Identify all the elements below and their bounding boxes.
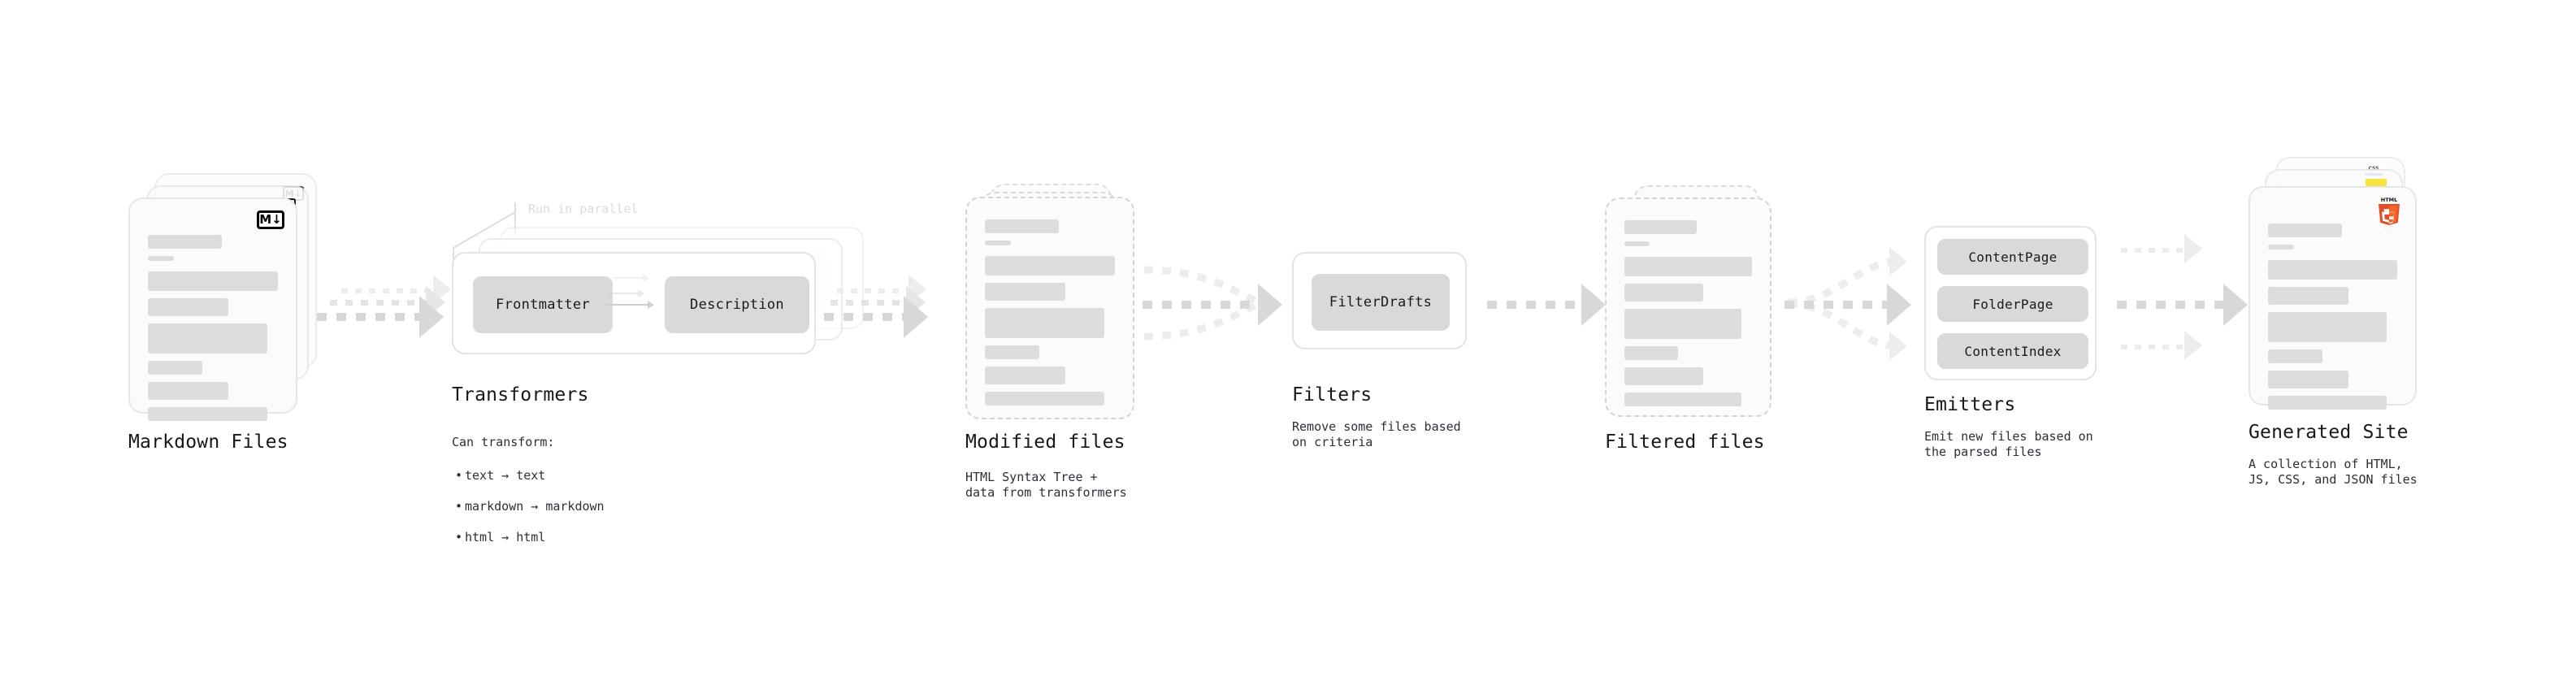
connector-arrow-head [2184,234,2202,263]
transformers-bullet-item: html → html [455,530,696,545]
skeleton-line [985,219,1060,233]
filters-panel: FilterDrafts [1292,252,1467,349]
skeleton-line [2268,349,2322,363]
skeleton-line [148,407,268,421]
emitters-panel: ContentPage FolderPage ContentIndex [1924,226,2097,380]
skeleton-line [148,235,223,249]
connector-arrow-head [2223,284,2248,326]
connector-dash [1487,301,1585,309]
markdown-badge: M↓ [257,210,284,229]
transformer-inner-arrow [605,301,654,309]
markdown-card-front: M↓ [128,197,297,421]
generated-skeleton [2268,223,2397,417]
transformers-bullet-item: markdown → markdown [455,499,696,514]
skeleton-line [985,283,1066,301]
connector-arrow-head [1889,332,1907,361]
stage-title-transformers: Transformers [452,384,589,406]
connector-arrow-head [2184,331,2202,360]
skeleton-line [1624,220,1698,234]
emitter-chip-folderpage[interactable]: FolderPage [1937,286,2088,322]
connector-dash [341,288,435,293]
skeleton-line [148,323,268,354]
html5-icon-svg: HTML [2379,197,2400,225]
skeleton-line [148,256,174,261]
transformer-chip-description[interactable]: Description [665,276,809,333]
connector-arrow-head [1258,284,1282,326]
connector-dash [1143,301,1261,309]
skeleton-line [1624,346,1678,360]
connector-arrow-head [1889,247,1907,276]
skeleton-line [148,361,203,375]
split-curves [1788,258,1892,350]
skeleton-line [2268,287,2348,305]
connector-arrow-head [419,296,444,338]
skeleton-line [1624,367,1704,385]
filter-chip-filterdrafts[interactable]: FilterDrafts [1312,274,1450,331]
transformers-bullet-item: text → text [455,468,696,484]
stage-title-filters: Filters [1292,384,1373,406]
transformer-chip-frontmatter[interactable]: Frontmatter [473,276,613,333]
transformers-caption-lead: Can transform: [452,435,555,450]
emitter-chip-contentindex[interactable]: ContentIndex [1937,333,2088,369]
connector-dash [830,300,908,306]
transformer-inner-arrow-ghost-1 [608,289,644,297]
stage-title-generated-site: Generated Site [2249,422,2409,443]
modified-card-front [965,197,1134,419]
stage-title-modified-files: Modified files [965,432,1125,453]
stage-caption-modified-files: HTML Syntax Tree + data from transformer… [965,470,1127,501]
skeleton-line [1624,393,1742,406]
emitter-chip-contentpage[interactable]: ContentPage [1937,239,2088,275]
skeleton-line [2268,245,2294,249]
skeleton-line [1624,284,1704,301]
transformer-inner-arrow-ghost-2 [613,274,649,282]
stage-title-markdown-files: Markdown Files [128,432,288,453]
skeleton-line [985,256,1115,275]
run-in-parallel-label: Run in parallel [528,202,639,216]
stage-caption-filters: Remove some files based on criteria [1292,419,1461,450]
skeleton-line [2268,223,2342,237]
transformer-panel-front: Frontmatter Description [452,252,816,354]
stage-title-emitters: Emitters [1924,394,2016,415]
connector-dash [2121,248,2186,253]
filtered-card-front [1605,197,1772,417]
connector-arrow-head [904,296,928,338]
skeleton-line [148,298,229,316]
skeleton-line [2268,371,2348,388]
skeleton-line [985,392,1105,406]
stage-caption-transformers: Can transform: text → text markdown → ma… [452,419,696,577]
transformers-bullet-list: text → text markdown → markdown html → h… [452,452,696,561]
skeleton-line [2268,312,2387,342]
skeleton-line [1624,309,1742,339]
connector-dash [1785,301,1890,309]
skeleton-line [1624,241,1650,246]
skeleton-line [148,271,278,291]
stage-title-filtered-files: Filtered files [1605,432,1765,453]
run-in-parallel-bracket [453,202,516,264]
stage-caption-generated-site: A collection of HTML, JS, CSS, and JSON … [2249,457,2418,488]
connector-dash [824,313,905,321]
skeleton-line [1624,257,1752,276]
connector-dash [330,300,427,306]
connector-dash [2121,345,2186,349]
connector-arrow-head [1887,284,1911,326]
stage-caption-emitters: Emit new files based on the parsed files [1924,429,2093,460]
svg-text:HTML: HTML [2381,197,2397,203]
modified-skeleton [985,219,1115,413]
skeleton-line [985,308,1105,338]
connector-dash [2117,301,2227,309]
connector-arrow-head [1581,284,1606,326]
skeleton-line [985,345,1040,359]
skeleton-line [985,367,1066,384]
filtered-skeleton [1624,220,1752,414]
skeleton-line [2268,260,2397,280]
skeleton-line [148,382,229,400]
generated-card-front: HTML [2249,186,2417,410]
connector-dash [837,288,910,293]
html5-icon: HTML [2376,196,2402,225]
markdown-skeleton [148,235,278,428]
skeleton-line [2268,396,2387,410]
connector-dash [317,313,421,321]
skeleton-line [985,241,1011,245]
